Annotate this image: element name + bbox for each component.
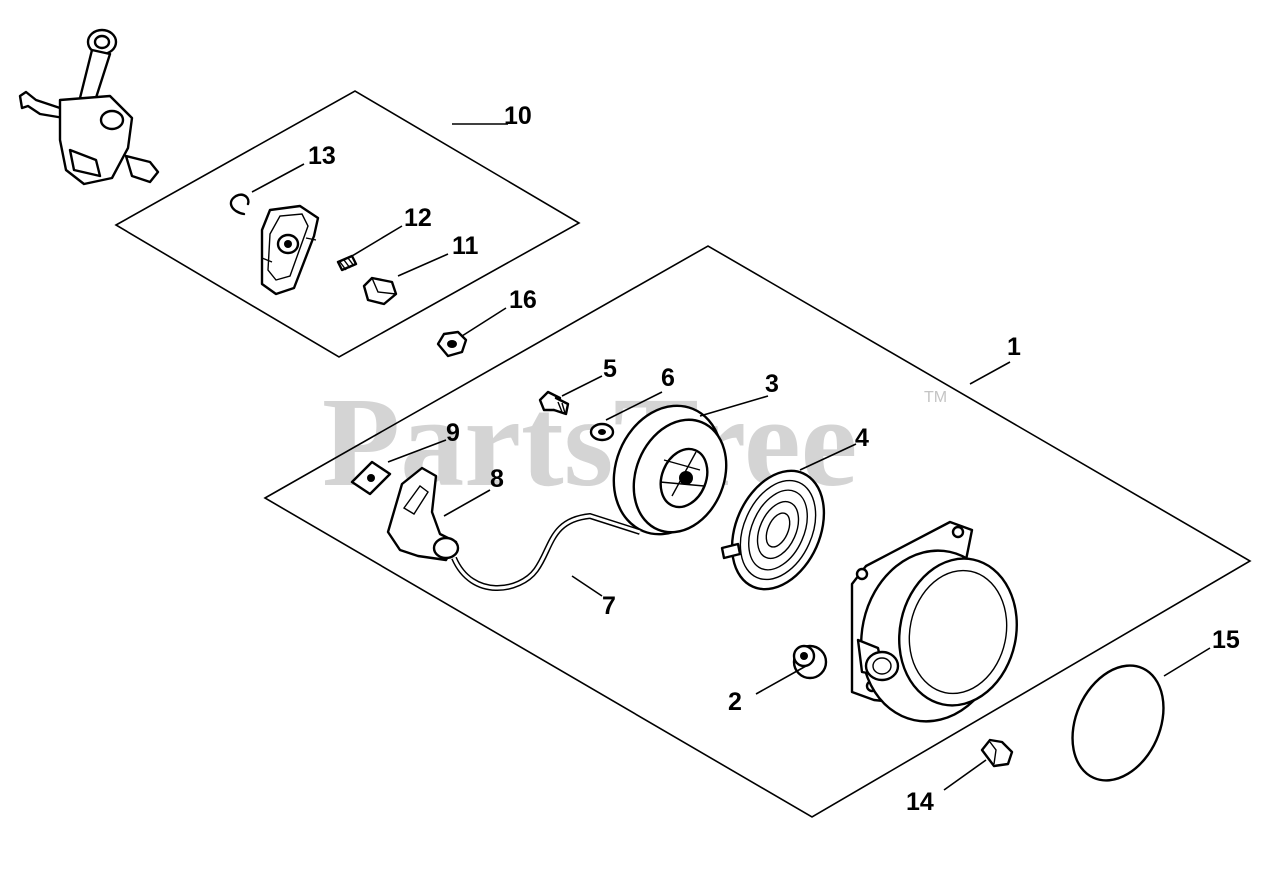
crankshaft-part: [18, 28, 160, 186]
spring-part-12: [336, 254, 358, 272]
callout-7: 7: [602, 592, 616, 620]
gasket-part-15: [1071, 664, 1165, 782]
pawl-part-11: [362, 276, 398, 306]
grommet-part-2: [792, 644, 828, 680]
callout-8: 8: [490, 465, 504, 493]
starter-case-part-1: [850, 520, 1018, 723]
callout-12: 12: [404, 204, 432, 232]
watermark-trademark: TM: [924, 389, 947, 406]
callout-14: 14: [906, 788, 934, 816]
callout-13: 13: [308, 142, 336, 170]
pulley-part-3: [612, 404, 728, 536]
callout-9: 9: [446, 419, 460, 447]
screw-part-14: [980, 738, 1014, 768]
washer-part-6: [589, 422, 615, 442]
callout-4: 4: [855, 424, 869, 452]
recoil-spring-part-4: [720, 469, 826, 591]
square-nut-part-9: [350, 460, 392, 496]
callout-labels: 1 2 3 4 5 6 7 8 9 10 11 12 13 14 15 16: [308, 102, 1240, 816]
callout-2: 2: [728, 688, 742, 716]
nut-part-16: [436, 330, 468, 358]
callout-6: 6: [661, 364, 675, 392]
circlip-part-13: [229, 193, 250, 216]
callout-11: 11: [452, 232, 479, 260]
leader-lines: [251, 123, 1211, 791]
callout-3: 3: [765, 370, 779, 398]
starter-handle-part-8: [386, 466, 460, 562]
pawl-plate-part: [260, 204, 320, 296]
callout-16: 16: [509, 286, 537, 314]
callout-10: 10: [504, 102, 532, 130]
bolt-part-5: [538, 390, 570, 416]
callout-15: 15: [1212, 626, 1240, 654]
callout-1: 1: [1007, 333, 1021, 361]
assembly-box-1: [263, 245, 1252, 818]
assembly-box-10: [114, 90, 581, 358]
callout-5: 5: [603, 355, 617, 383]
